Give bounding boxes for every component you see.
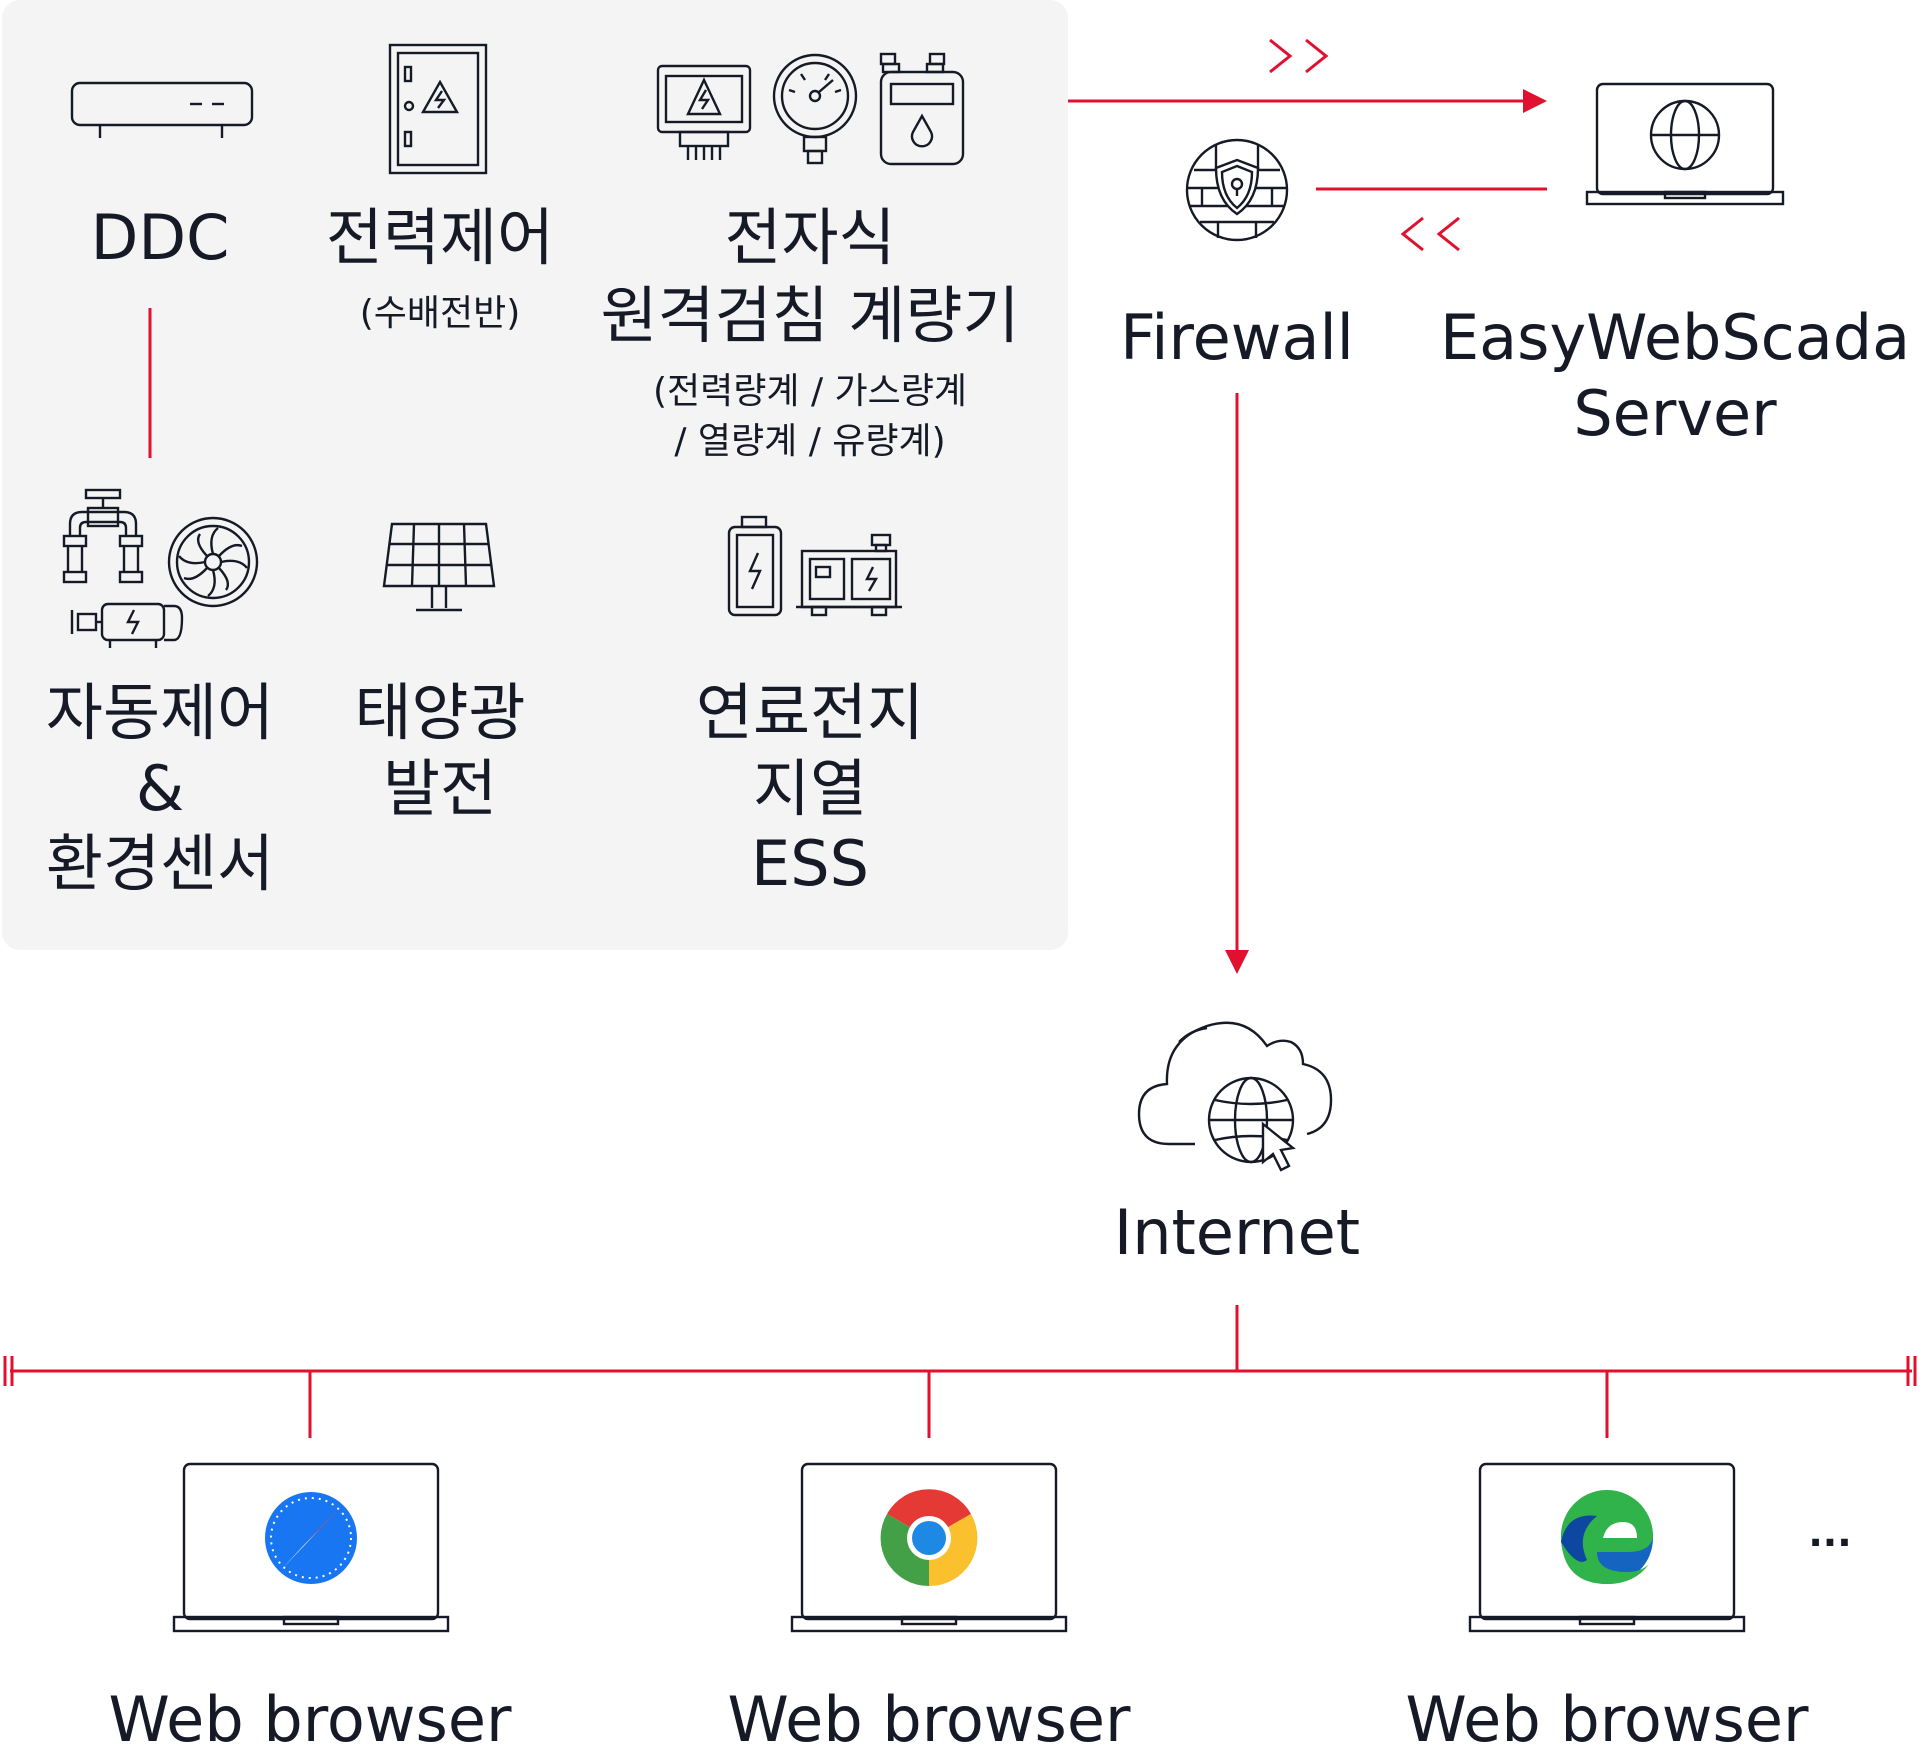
firewall-label: Firewall [1120, 301, 1354, 374]
meters-label-1: 전자식 [724, 201, 896, 274]
field-devices-panel [2, 0, 1068, 950]
laptop-globe-icon [1585, 82, 1785, 206]
fan-icon [167, 516, 259, 608]
ddc-controller-icon [70, 81, 254, 138]
arrow-head-right [1523, 89, 1547, 113]
solar-panel-icon [382, 522, 496, 612]
battery-icon [727, 515, 783, 617]
chrome-icon [880, 1489, 978, 1587]
automation-line-3: 환경센서 [45, 827, 275, 901]
motor-icon [70, 602, 184, 648]
client-laptop-2 [790, 1462, 1068, 1633]
client-label-3: Web browser [1405, 1683, 1809, 1756]
edge-icon [1560, 1489, 1653, 1584]
meters-sub-1: (전력량계 / 가스량계 [652, 371, 968, 412]
more-clients-ellipsis: ... [1808, 1511, 1852, 1555]
cloud-globe-icon [1137, 1021, 1333, 1172]
forward-chevron [1305, 38, 1329, 74]
solar-line-1: 태양광 [354, 676, 526, 749]
power-control-label: 전력제어 [325, 201, 555, 274]
ddc-label: DDC [90, 201, 230, 274]
meters-sub-2: / 열량계 / 유량계) [674, 421, 946, 462]
client-label-1: Web browser [108, 1683, 512, 1756]
server-label: EasyWebScada Server [1440, 300, 1910, 451]
power-control-sub: (수배전반) [359, 293, 521, 334]
solar-label: 태양광 발전 [300, 675, 580, 826]
client-laptop-3 [1468, 1462, 1746, 1633]
solar-line-2: 발전 [382, 751, 498, 825]
power-meter-icon [656, 64, 752, 160]
fuel-cell-line-3: ESS [751, 827, 869, 901]
automation-label: 자동제어 & 환경센서 [20, 675, 300, 902]
gas-meter-icon [879, 52, 965, 166]
fuel-cell-line-1: 연료전지 [695, 676, 925, 749]
fuel-cell-label: 연료전지 지열 ESS [660, 675, 960, 902]
safari-icon [265, 1492, 357, 1584]
electrical-cabinet-icon [388, 43, 488, 175]
automation-line-2: & [135, 751, 185, 825]
meters-label-2: 원격검침 계량기 [600, 279, 1020, 352]
meter-icons-group [656, 52, 965, 166]
firewall-shield-icon [1185, 138, 1289, 242]
fuel-cell-icons-group [727, 515, 902, 617]
pipe-valve-icon [62, 488, 144, 584]
automation-icons-group [62, 488, 259, 648]
client-laptop-1 [172, 1462, 450, 1633]
client-label-2: Web browser [727, 1683, 1131, 1756]
server-line-2: Server [1573, 376, 1777, 450]
automation-line-1: 자동제어 [45, 676, 275, 749]
fuel-cell-line-2: 지열 [752, 751, 868, 825]
back-chevron [1436, 216, 1460, 252]
server-line-1: EasyWebScada [1440, 301, 1911, 374]
arrow-head-down [1225, 950, 1249, 974]
pressure-gauge-icon [772, 53, 858, 165]
generator-icon [796, 533, 902, 617]
internet-label: Internet [1113, 1196, 1361, 1269]
